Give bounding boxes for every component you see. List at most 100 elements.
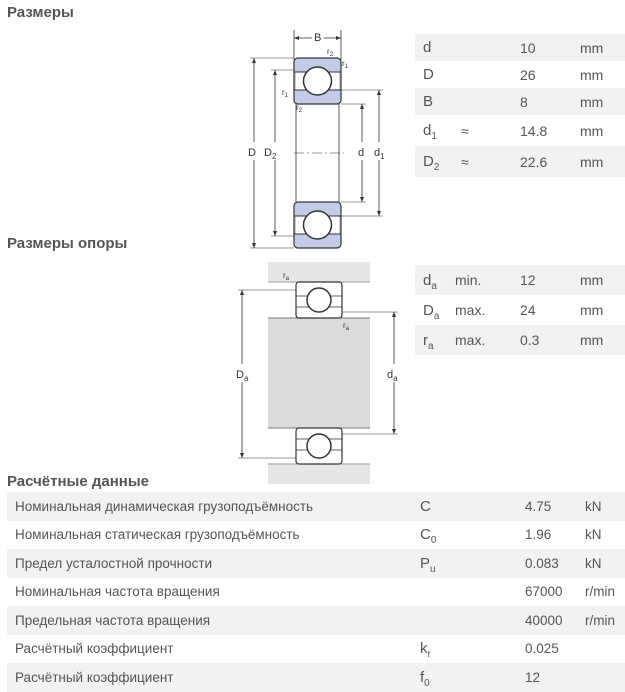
dimension-symbol: d — [415, 34, 455, 61]
parameter-value: 0.083 — [525, 549, 585, 578]
label-Da: D — [236, 369, 244, 381]
label-d1-sub: 1 — [380, 152, 385, 161]
dimension-unit: mm — [580, 88, 625, 115]
symbol-subscript: a — [433, 310, 440, 322]
approx-sign — [455, 88, 520, 115]
symbol: D — [423, 153, 434, 170]
table-row: Номинальная статическая грузоподъёмность… — [7, 520, 625, 549]
label-D: D — [248, 147, 256, 159]
dimension-unit: mm — [580, 115, 625, 146]
symbol: f — [420, 668, 425, 686]
symbol-subscript: u — [430, 563, 436, 575]
svg-text:ra: ra — [283, 271, 290, 282]
dimension-value: 26 — [520, 61, 580, 88]
abutment-limit: max. — [455, 325, 520, 355]
symbol: d — [423, 271, 432, 289]
svg-text:r1: r1 — [342, 59, 349, 70]
svg-text:Da: Da — [236, 369, 249, 383]
parameter-name: Номинальная статическая грузоподъёмность — [7, 520, 420, 549]
svg-text:d1: d1 — [374, 147, 385, 161]
parameter-name: Предел усталостной прочности — [7, 549, 420, 578]
label-d: d — [358, 147, 364, 159]
symbol: D — [423, 301, 434, 319]
parameter-unit: r/min — [585, 577, 625, 606]
symbol: r — [423, 331, 428, 349]
label-r1-top: r — [342, 59, 345, 68]
bearing-dimensions-drawing: B D D2 d d1 r2 r1 r1 r2 — [240, 28, 400, 255]
symbol-subscript: 0 — [424, 677, 430, 689]
parameter-unit: r/min — [585, 606, 625, 635]
parameter-symbol: kr — [420, 634, 525, 663]
abutment-limit: max. — [455, 295, 520, 325]
label-ra-side: r — [343, 321, 346, 330]
dimension-value: 8 — [520, 88, 580, 115]
parameter-value: 0.025 — [525, 634, 585, 663]
symbol-subscript: a — [431, 280, 437, 292]
calculation-data-table: Номинальная динамическая грузоподъёмност… — [7, 492, 625, 692]
dimension-unit: mm — [580, 34, 625, 61]
symbol-subscript: 2 — [433, 162, 440, 173]
svg-text:ra: ra — [343, 321, 350, 332]
parameter-symbol: C0 — [420, 520, 525, 549]
abutment-value: 24 — [520, 295, 580, 325]
symbol: C — [420, 497, 431, 515]
abutment-value: 0.3 — [520, 325, 580, 355]
parameter-value: 40000 — [525, 606, 585, 635]
table-row: Номинальная динамическая грузоподъёмност… — [7, 492, 625, 521]
parameter-name: Предельная частота вращения — [7, 606, 420, 635]
label-r1-side: r — [282, 88, 285, 97]
symbol-subscript: a — [428, 340, 434, 352]
parameter-value: 12 — [525, 663, 585, 692]
label-D2-sub: 2 — [272, 152, 277, 161]
dimension-value: 22.6 — [520, 146, 580, 177]
parameter-value: 1.96 — [525, 520, 585, 549]
symbol: d — [423, 39, 432, 56]
symbol: C — [420, 526, 431, 544]
parameter-symbol — [420, 606, 525, 635]
symbol: B — [423, 93, 434, 110]
parameter-symbol: Pu — [420, 549, 525, 578]
dimension-value: 10 — [520, 34, 580, 61]
abutment-unit: mm — [580, 295, 625, 325]
svg-text:r1: r1 — [282, 88, 289, 99]
symbol: d — [423, 122, 432, 139]
svg-text:r2: r2 — [327, 47, 334, 58]
parameter-symbol: f0 — [420, 663, 525, 692]
symbol: k — [420, 640, 428, 658]
parameter-name: Номинальная частота вращения — [7, 577, 420, 606]
dimension-symbol: D — [415, 61, 455, 88]
label-d1: d — [374, 147, 380, 159]
parameter-unit: kN — [585, 492, 625, 521]
symbol-subscript: r — [427, 649, 431, 661]
approx-sign: ≈ — [455, 146, 520, 177]
label-r2-side: r — [296, 103, 299, 112]
svg-text:r2: r2 — [296, 103, 303, 114]
approx-sign: ≈ — [455, 115, 520, 146]
parameter-value: 67000 — [525, 577, 585, 606]
dimension-symbol: D2 — [415, 146, 455, 177]
parameter-symbol: C — [420, 492, 525, 521]
section-title-dimensions: Размеры — [7, 4, 74, 21]
dimension-symbol: d1 — [415, 115, 455, 146]
dimension-value: 14.8 — [520, 115, 580, 146]
svg-text:da: da — [387, 369, 398, 383]
svg-text:D2: D2 — [264, 147, 277, 161]
parameter-unit — [585, 634, 625, 663]
symbol-subscript: 1 — [431, 131, 437, 142]
symbol: P — [420, 554, 431, 572]
parameter-unit: kN — [585, 520, 625, 549]
abutment-unit: mm — [580, 325, 625, 355]
